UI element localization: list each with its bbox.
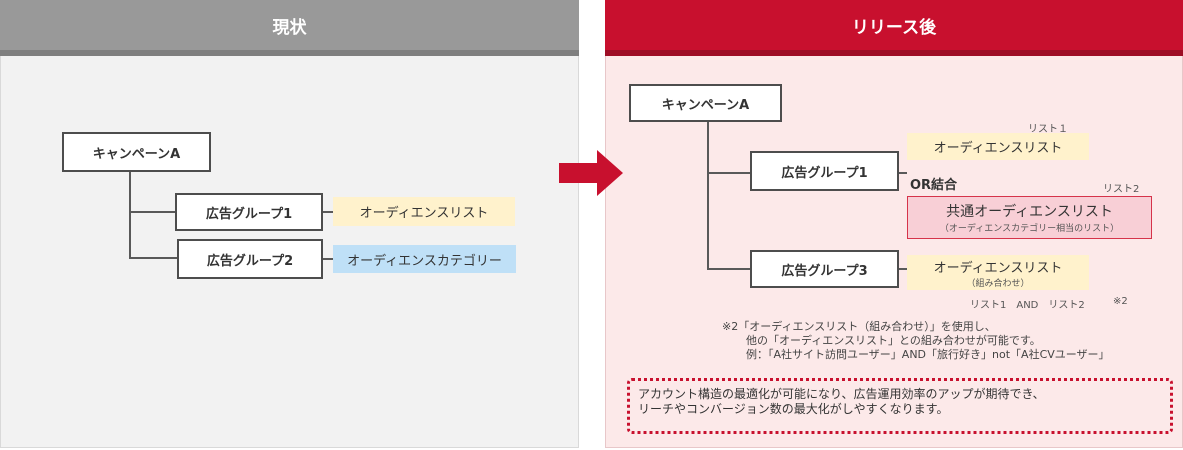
after-release-header-shadow	[605, 50, 1183, 56]
footnote-line-2: 他の「オーディエンスリスト」との組み合わせが可能です。	[746, 334, 1041, 347]
right-connector-1	[897, 172, 907, 174]
combined-audience-list-subtitle: （組み合わせ）	[966, 278, 1030, 289]
shared-audience-list-subtitle: （オーディエンスカテゴリー相当のリスト）	[939, 224, 1120, 234]
left-audience-category-tag: オーディエンスカテゴリー	[333, 245, 516, 273]
shared-audience-list-title: 共通オーディエンスリスト	[946, 204, 1113, 220]
right-branch-3	[707, 268, 750, 270]
summary-line-1: アカウント構造の最適化が可能になり、広告運用効率のアップが期待でき、	[638, 387, 1045, 401]
combined-audience-list-tag: オーディエンスリスト （組み合わせ）	[907, 255, 1089, 290]
list-1-label: リスト１	[1028, 124, 1068, 135]
right-audience-list-tag: オーディエンスリスト	[907, 133, 1089, 160]
footnote-line-3: 例：「A社サイト訪問ユーザー」AND「旅行好き」not「A社CVユーザー」	[746, 348, 1110, 361]
summary-callout: アカウント構造の最適化が可能になり、広告運用効率のアップが期待でき、 リーチやコ…	[627, 378, 1173, 434]
right-connector-3	[897, 268, 907, 270]
list-2-label: リスト2	[1103, 184, 1140, 195]
left-branch-1	[129, 211, 175, 213]
left-campaign-box: キャンペーンA	[62, 132, 211, 172]
current-header: 現状	[0, 0, 579, 50]
left-branch-2	[129, 257, 177, 259]
left-connector-2	[321, 258, 333, 260]
right-ad-group-3-box: 広告グループ3	[750, 250, 899, 288]
footnote-line-1: ※2「オーディエンスリスト（組み合わせ）」を使用し、	[722, 320, 996, 333]
left-connector-1	[321, 211, 335, 213]
right-ad-group-1-box: 広告グループ1	[750, 151, 899, 191]
shared-audience-list-tag: 共通オーディエンスリスト （オーディエンスカテゴリー相当のリスト）	[907, 196, 1152, 239]
summary-line-2: リーチやコンバージョン数の最大化がしやすくなります。	[638, 402, 949, 416]
right-tree-trunk	[707, 122, 709, 270]
transition-arrow-icon	[559, 150, 623, 196]
left-tree-trunk	[129, 172, 131, 258]
combined-audience-list-title: オーディエンスリスト	[933, 260, 1063, 276]
combination-expression: リスト1 AND リスト2	[970, 300, 1085, 311]
after-release-header: リリース後	[605, 0, 1183, 50]
left-audience-list-tag: オーディエンスリスト	[333, 197, 515, 226]
or-combine-label: OR結合	[910, 178, 958, 193]
combination-footnote-mark: ※2	[1113, 296, 1128, 307]
right-campaign-box: キャンペーンA	[629, 84, 782, 122]
right-branch-1	[707, 172, 750, 174]
left-ad-group-1-box: 広告グループ1	[175, 193, 323, 231]
current-header-shadow	[0, 50, 579, 56]
left-ad-group-2-box: 広告グループ2	[177, 239, 323, 279]
